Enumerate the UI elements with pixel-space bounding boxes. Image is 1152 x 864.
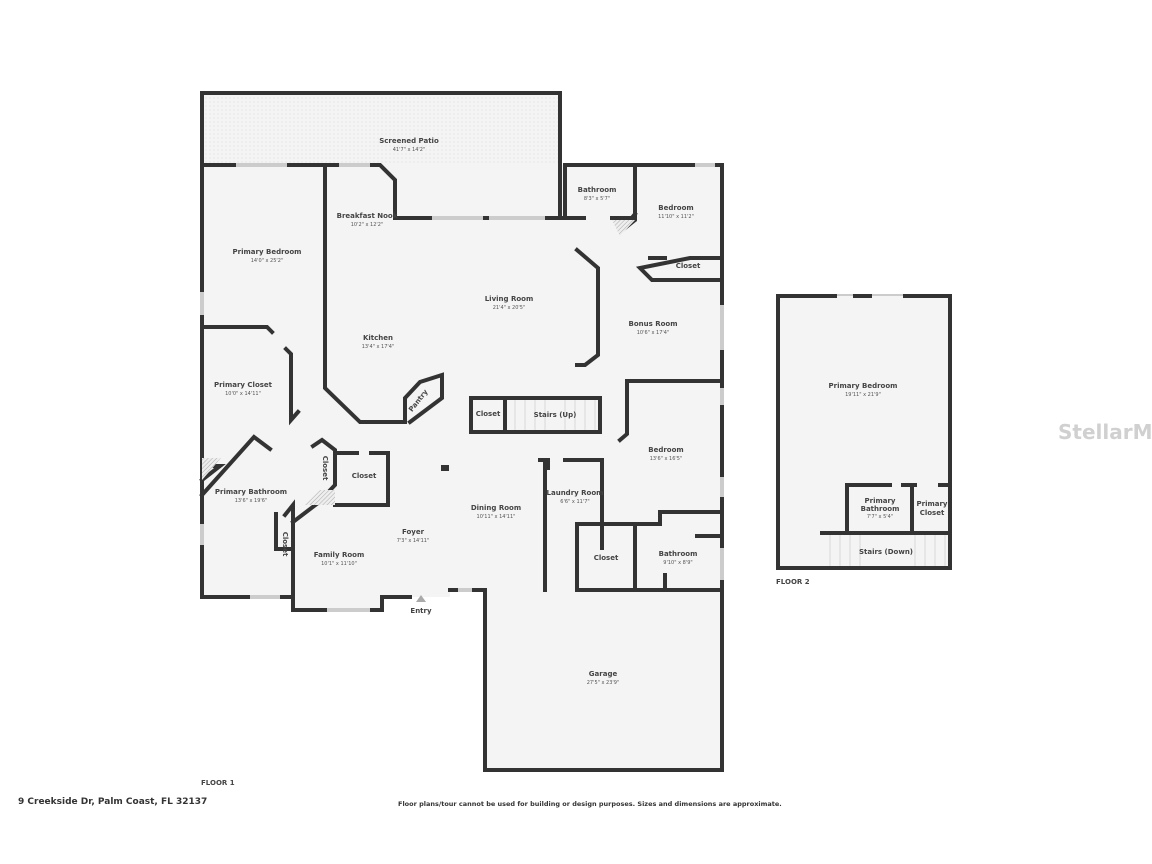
floor-2-area xyxy=(778,296,950,568)
interior-walls xyxy=(199,163,724,592)
room-name: Primary Closet xyxy=(214,381,273,389)
patio-wall xyxy=(200,91,562,167)
floor-2-label: FLOOR 2 xyxy=(776,578,810,586)
floor-1-area xyxy=(202,165,722,770)
room-name: Garage xyxy=(589,670,618,678)
room-name: Kitchen xyxy=(363,334,393,342)
room-dims: 14'0" x 25'2" xyxy=(251,258,284,264)
closet-label: Closet xyxy=(476,410,501,418)
floor-2-interior-walls xyxy=(820,483,952,535)
floor-1-label: FLOOR 1 xyxy=(201,779,235,787)
disclaimer: Floor plans/tour cannot be used for buil… xyxy=(398,800,782,808)
closet-label: Closet xyxy=(594,554,619,562)
room-name: Bedroom xyxy=(648,446,683,454)
room-dims: 10'1" x 11'10" xyxy=(321,561,357,567)
room-name: Bathroom xyxy=(861,505,900,513)
room-name: Primary Bedroom xyxy=(233,248,302,256)
room-dims: 10'0" x 14'11" xyxy=(225,391,261,397)
room-dims: 7'7" x 5'4" xyxy=(867,514,893,520)
closet-label: Closet xyxy=(321,456,329,481)
room-name: Bathroom xyxy=(578,186,617,194)
closet-label: Closet xyxy=(281,532,289,557)
room-dims: 9'10" x 8'9" xyxy=(663,560,692,566)
room-dims: 41'7" x 14'2" xyxy=(393,147,426,153)
room-dims: 8'3" x 5'7" xyxy=(584,196,610,202)
room-name: Living Room xyxy=(485,295,534,303)
room-name: Dining Room xyxy=(471,504,521,512)
entry-label: Entry xyxy=(410,607,432,615)
entry-arrow-icon xyxy=(416,595,426,602)
room-dims: 11'10" x 11'2" xyxy=(658,214,694,220)
stairs-label: Stairs (Up) xyxy=(534,411,577,419)
room-name: Screened Patio xyxy=(379,137,439,145)
address: 9 Creekside Dr, Palm Coast, FL 32137 xyxy=(18,797,208,807)
room-dims: 10'6" x 17'4" xyxy=(637,330,670,336)
stairs-down xyxy=(829,535,946,566)
room-labels: Screened Patio 41'7" x 14'2" Breakfast N… xyxy=(201,137,948,787)
room-dims: 6'6" x 11'7" xyxy=(560,499,589,505)
room-name: Primary xyxy=(864,497,895,505)
room-name: Closet xyxy=(920,509,945,517)
room-name: Primary Bedroom xyxy=(829,382,898,390)
room-dims: 13'6" x 16'5" xyxy=(650,456,683,462)
floor-2-plan xyxy=(776,294,952,570)
room-dims: 7'3" x 14'11" xyxy=(397,538,430,544)
watermark: StellarMLS xyxy=(1058,420,1152,444)
room-dims: 21'4" x 20'5" xyxy=(493,305,526,311)
room-dims: 10'2" x 12'2" xyxy=(351,222,384,228)
column xyxy=(441,465,449,471)
room-name: Primary Bathroom xyxy=(215,488,287,496)
room-name: Bedroom xyxy=(658,204,693,212)
stairs-label: Stairs (Down) xyxy=(859,548,913,556)
room-name: Primary xyxy=(916,500,947,508)
room-dims: 19'11" x 21'9" xyxy=(845,392,881,398)
room-name: Breakfast Nook xyxy=(337,212,398,220)
room-name: Bathroom xyxy=(659,550,698,558)
room-name: Bonus Room xyxy=(628,320,677,328)
closet-label: Closet xyxy=(352,472,377,480)
room-dims: 13'4" x 17'4" xyxy=(362,344,395,350)
room-dims: 10'11" x 14'11" xyxy=(477,514,516,520)
room-name: Foyer xyxy=(402,528,425,536)
room-dims: 27'5" x 23'9" xyxy=(587,680,620,686)
room-dims: 13'6" x 19'6" xyxy=(235,498,268,504)
room-name: Family Room xyxy=(314,551,365,559)
stairs-up xyxy=(514,400,596,430)
closet-label: Closet xyxy=(676,262,701,270)
floor-2-walls xyxy=(776,294,952,570)
floor-1-plan xyxy=(199,91,905,772)
room-name: Laundry Room xyxy=(547,489,604,497)
